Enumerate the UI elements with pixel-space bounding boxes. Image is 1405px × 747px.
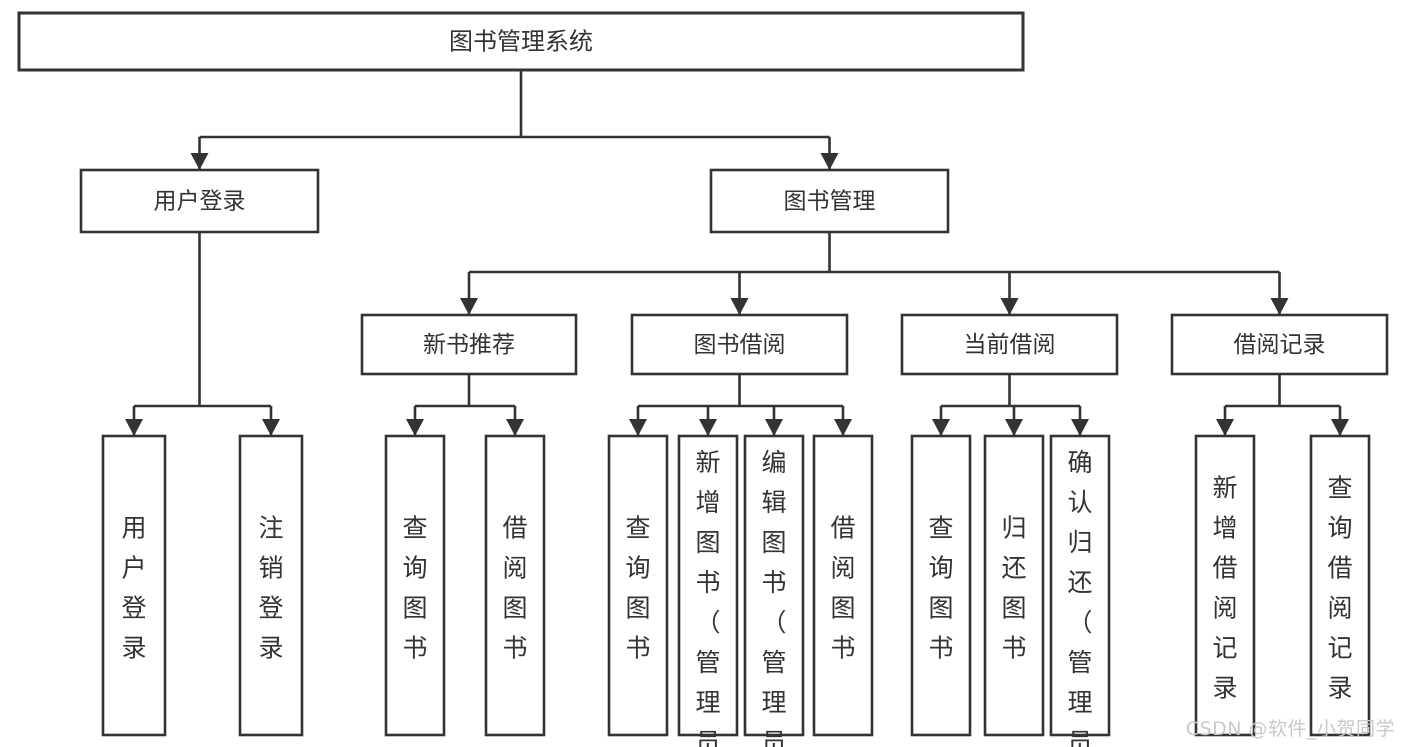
node-label-leaf-add-book: 新增图书（管理员） [695, 448, 720, 747]
node-label-leaf-user-login: 用户登录 [121, 514, 146, 663]
connector-layer [125, 70, 1349, 436]
node-leaf-edit-book[interactable]: 编辑图书（管理员） [743, 434, 805, 747]
node-box-leaf-query-record[interactable] [1309, 434, 1371, 737]
node-leaf-borrow-book-1[interactable]: 借阅图书 [484, 434, 546, 737]
node-box-book-manage[interactable] [709, 168, 950, 234]
node-box-root[interactable] [17, 11, 1025, 72]
node-label-root: 图书管理系统 [449, 28, 593, 56]
node-box-leaf-confirm-return[interactable] [1049, 434, 1111, 737]
node-leaf-query-book-2[interactable]: 查询图书 [607, 434, 669, 737]
node-box-leaf-query-book-2[interactable] [607, 434, 669, 737]
node-leaf-query-book-3[interactable]: 查询图书 [910, 434, 972, 737]
node-label-leaf-query-book-1: 查询图书 [402, 514, 427, 663]
node-label-leaf-query-book-3: 查询图书 [928, 514, 953, 663]
node-box-leaf-borrow-book-2[interactable] [812, 434, 874, 737]
node-box-leaf-add-record[interactable] [1194, 434, 1256, 737]
node-box-borrow-record[interactable] [1170, 313, 1389, 376]
node-label-leaf-query-record: 查询借阅记录 [1327, 474, 1352, 703]
node-box-leaf-return-book[interactable] [983, 434, 1045, 737]
edge-group-book-borrow [629, 374, 852, 436]
node-box-current-borrow[interactable] [900, 313, 1119, 376]
node-box-leaf-query-book-3[interactable] [910, 434, 972, 737]
node-book-borrow[interactable]: 图书借阅 [630, 313, 849, 376]
node-new-book-recommend[interactable]: 新书推荐 [360, 313, 578, 376]
node-borrow-record[interactable]: 借阅记录 [1170, 313, 1389, 376]
node-box-leaf-edit-book[interactable] [743, 434, 805, 737]
node-box-leaf-query-book-1[interactable] [384, 434, 446, 737]
node-leaf-add-book[interactable]: 新增图书（管理员） [677, 434, 739, 747]
node-leaf-user-logout[interactable]: 注销登录 [238, 434, 304, 737]
node-label-book-manage: 图书管理 [784, 189, 876, 215]
node-box-leaf-user-login[interactable] [101, 434, 167, 737]
node-leaf-confirm-return[interactable]: 确认归还（管理员） [1049, 434, 1111, 747]
node-label-book-borrow: 图书借阅 [694, 332, 786, 358]
edge-group-current-borrow [932, 374, 1089, 436]
node-label-leaf-user-logout: 注销登录 [258, 514, 283, 663]
node-label-leaf-return-book: 归还图书 [1001, 514, 1026, 663]
node-label-leaf-borrow-book-2: 借阅图书 [830, 514, 855, 663]
node-leaf-query-book-1[interactable]: 查询图书 [384, 434, 446, 737]
edge-group-user-login [125, 232, 280, 436]
node-label-leaf-confirm-return: 确认归还（管理员） [1067, 448, 1092, 747]
node-book-manage[interactable]: 图书管理 [709, 168, 950, 234]
node-box-leaf-user-logout[interactable] [238, 434, 304, 737]
node-leaf-query-record[interactable]: 查询借阅记录 [1309, 434, 1371, 737]
node-leaf-add-record[interactable]: 新增借阅记录 [1194, 434, 1256, 737]
node-label-new-book-recommend: 新书推荐 [423, 332, 515, 358]
node-label-leaf-borrow-book-1: 借阅图书 [502, 514, 527, 663]
node-leaf-borrow-book-2[interactable]: 借阅图书 [812, 434, 874, 737]
node-label-leaf-edit-book: 编辑图书（管理员） [761, 448, 786, 747]
node-label-current-borrow: 当前借阅 [964, 332, 1056, 358]
edge-group-borrow-record [1216, 374, 1349, 436]
node-box-leaf-borrow-book-1[interactable] [484, 434, 546, 737]
node-label-leaf-query-book-2: 查询图书 [625, 514, 650, 663]
node-box-leaf-add-book[interactable] [677, 434, 739, 737]
node-layer: 图书管理系统用户登录图书管理新书推荐图书借阅当前借阅借阅记录用户登录注销登录查询… [17, 11, 1389, 747]
node-box-user-login[interactable] [79, 168, 320, 234]
node-label-borrow-record: 借阅记录 [1234, 332, 1326, 358]
node-label-user-login: 用户登录 [154, 189, 246, 215]
node-root[interactable]: 图书管理系统 [17, 11, 1025, 72]
node-box-new-book-recommend[interactable] [360, 313, 578, 376]
node-box-book-borrow[interactable] [630, 313, 849, 376]
node-current-borrow[interactable]: 当前借阅 [900, 313, 1119, 376]
edge-group-book-manage [460, 232, 1289, 315]
node-leaf-return-book[interactable]: 归还图书 [983, 434, 1045, 737]
node-user-login[interactable]: 用户登录 [79, 168, 320, 234]
node-label-leaf-add-record: 新增借阅记录 [1212, 474, 1237, 703]
node-leaf-user-login[interactable]: 用户登录 [101, 434, 167, 737]
edge-group-root [190, 70, 839, 170]
edge-group-new-book-recommend [406, 374, 524, 436]
